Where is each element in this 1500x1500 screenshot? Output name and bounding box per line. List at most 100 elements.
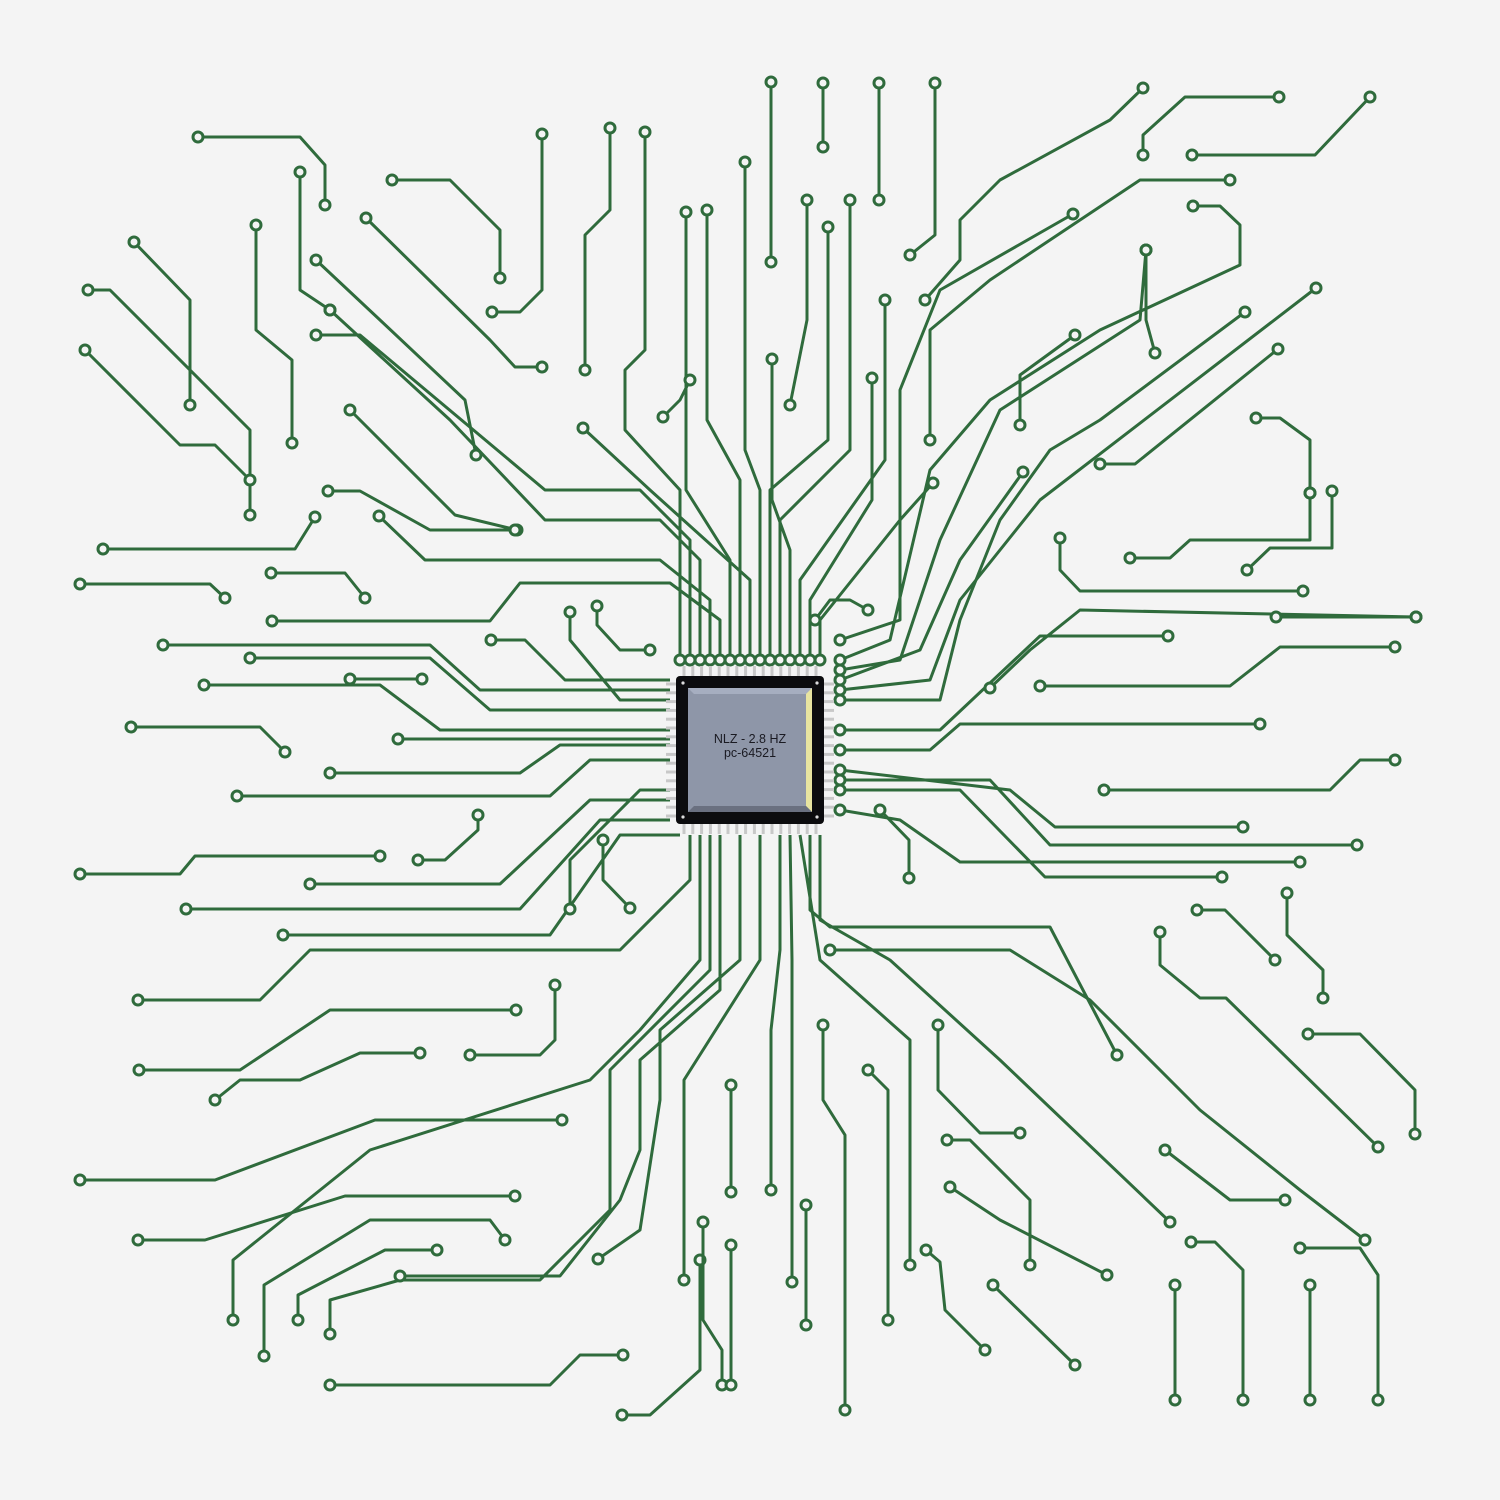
solder-pad — [508, 1189, 522, 1203]
trace — [254, 225, 294, 443]
solder-pad — [413, 1046, 427, 1060]
solder-pad — [638, 125, 652, 139]
trace — [186, 818, 670, 911]
trace — [770, 359, 792, 660]
chip-pin — [822, 744, 834, 748]
chip-label-line1: NLZ - 2.8 HZ — [713, 732, 787, 746]
solder-pad — [1363, 90, 1377, 104]
chip-pin — [708, 822, 712, 834]
solder-pad — [816, 76, 830, 90]
solder-pad — [656, 410, 670, 424]
chip-pin — [822, 735, 834, 739]
trace — [701, 1222, 724, 1385]
solder-pad — [881, 1313, 895, 1327]
trace — [1191, 1240, 1245, 1400]
solder-pad — [323, 303, 337, 317]
solder-pad — [903, 1258, 917, 1272]
solder-pad — [928, 76, 942, 90]
trace — [163, 643, 670, 692]
solder-pad — [765, 352, 779, 366]
trace — [743, 162, 762, 660]
trace — [328, 489, 515, 532]
solder-pad — [1303, 1393, 1317, 1407]
chip-pin — [822, 788, 834, 792]
solder-pad — [1013, 1126, 1027, 1140]
trace — [839, 286, 1317, 692]
chip-pin — [805, 666, 809, 678]
solder-pad — [78, 343, 92, 357]
solder-pad — [783, 398, 797, 412]
trace — [1164, 1148, 1285, 1202]
chip-pin — [666, 735, 678, 739]
trace — [568, 612, 670, 702]
solder-pad — [591, 1252, 605, 1266]
solder-pad — [615, 1408, 629, 1422]
solder-pad — [724, 1078, 738, 1092]
trace — [949, 1185, 1108, 1277]
solder-pad — [679, 205, 693, 219]
solder-pad — [278, 745, 292, 759]
solder-pad — [230, 789, 244, 803]
solder-pad — [124, 720, 138, 734]
solder-pad — [1371, 1140, 1385, 1154]
solder-pad — [1186, 199, 1200, 213]
solder-pad — [1268, 953, 1282, 967]
solder-pad — [264, 566, 278, 580]
solder-pad — [603, 121, 617, 135]
solder-pad — [724, 1238, 738, 1252]
trace — [991, 1283, 1077, 1367]
chip-bevel-top — [688, 688, 812, 694]
trace — [237, 758, 670, 798]
solder-pad — [208, 1093, 222, 1107]
trace — [1285, 893, 1325, 998]
chip-pin — [666, 717, 678, 721]
solder-pad — [385, 173, 399, 187]
chip-pin — [779, 666, 783, 678]
solder-pad — [132, 1063, 146, 1077]
chip-pin — [708, 666, 712, 678]
solder-pad — [764, 1183, 778, 1197]
solder-pad — [1223, 173, 1237, 187]
trace — [316, 333, 692, 660]
solder-pad — [1253, 717, 1267, 731]
solder-pad — [471, 808, 485, 822]
chip-pin — [691, 822, 695, 834]
chip-die — [688, 688, 812, 812]
solder-pad — [1136, 148, 1150, 162]
trace — [840, 788, 1222, 879]
solder-pad — [743, 653, 757, 667]
solder-pad — [1240, 563, 1254, 577]
solder-pad — [1358, 1233, 1372, 1247]
solder-pad — [358, 591, 372, 605]
solder-pad — [469, 448, 483, 462]
solder-pad — [131, 993, 145, 1007]
solder-pad — [683, 373, 697, 387]
chip-pin — [666, 761, 678, 765]
trace — [813, 598, 869, 621]
solder-pad — [821, 220, 835, 234]
solder-pad — [902, 871, 916, 885]
chip-label: NLZ - 2.8 HZ pc-64521 — [690, 732, 810, 760]
trace — [80, 582, 227, 600]
solder-pad — [1023, 1258, 1037, 1272]
solder-pad — [940, 1133, 954, 1147]
solder-pad — [878, 293, 892, 307]
solder-pad — [1278, 1193, 1292, 1207]
solder-pad — [226, 1313, 240, 1327]
solder-pad — [986, 1278, 1000, 1292]
solder-pad — [785, 1275, 799, 1289]
solder-pad — [623, 901, 637, 915]
chip-label-line2: pc-64521 — [723, 746, 777, 760]
solder-pad — [484, 633, 498, 647]
trace — [1058, 538, 1303, 593]
trace — [684, 212, 732, 660]
solder-pad — [983, 681, 997, 695]
chip-pin — [805, 822, 809, 834]
chip-pin — [666, 700, 678, 704]
solder-pad — [1153, 925, 1167, 939]
solder-pad — [1371, 1393, 1385, 1407]
chip-pin — [822, 691, 834, 695]
solder-pad — [926, 476, 940, 490]
trace — [250, 656, 670, 712]
solder-pad — [555, 1113, 569, 1127]
